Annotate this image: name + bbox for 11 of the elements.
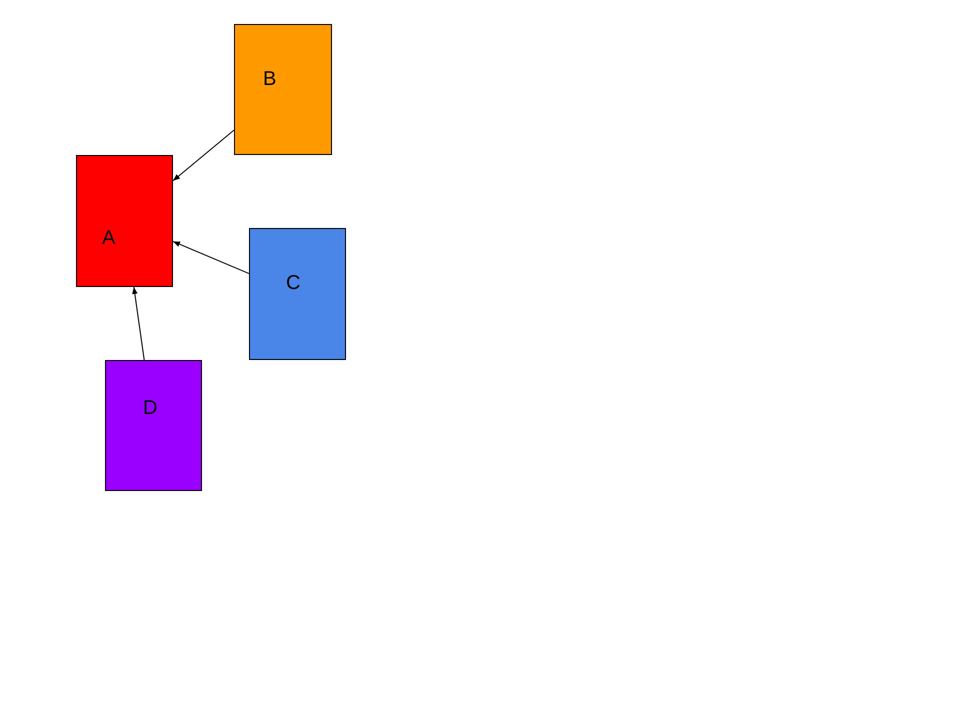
arrow [132,286,145,360]
rectangle-box [234,24,332,155]
rectangle-box [249,228,346,360]
box-label: C [286,273,300,293]
arrow [172,240,250,274]
rectangle-box [76,155,173,287]
box-label: A [102,228,116,248]
box-label: D [143,398,158,418]
box-label: B [263,69,276,89]
arrow [172,130,234,182]
rectangle-box [105,360,202,491]
